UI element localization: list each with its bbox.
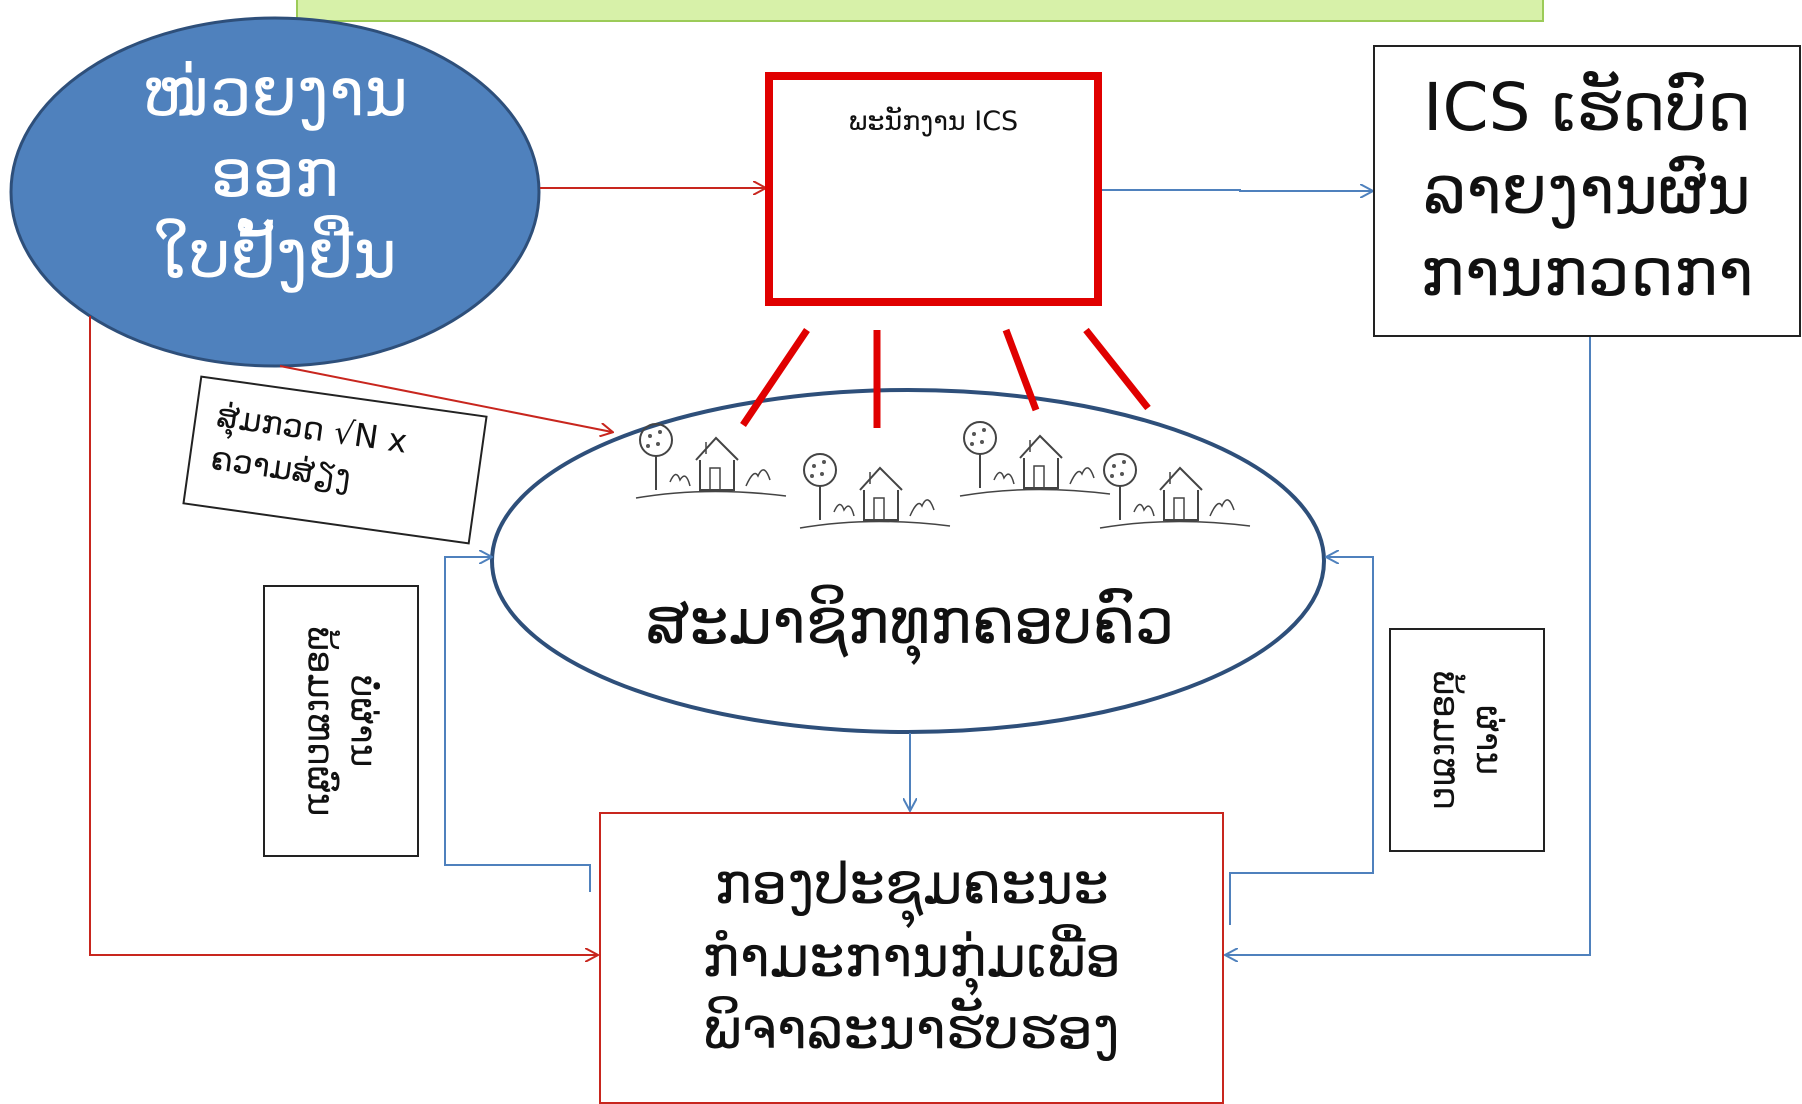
arrow-report-to-committee <box>1226 337 1591 955</box>
all-households-label: ສະມາຊິກທຸກຄອບຄົວ <box>645 585 1175 658</box>
agency-line-2: ອອກ <box>211 135 339 213</box>
agency-line-3: ໃບຢັ້ງຢືນ <box>153 216 397 294</box>
arrow-ics-staff-to-report <box>1102 190 1372 191</box>
fail-line-2: ພ້ອມເຫດຜົນ <box>299 625 340 817</box>
fail-label-box: ບໍ່ຜ່ານ ພ້ອມເຫດຜົນ <box>263 585 419 857</box>
fail-line-1: ບໍ່ຜ່ານ <box>342 674 384 768</box>
committee-line-1: ກອງປະຊຸມຄະນະ <box>714 851 1109 917</box>
pass-label: ຜ່ານ ພ້ອມເຫດ <box>1424 670 1510 810</box>
top-banner <box>296 0 1544 22</box>
inspection-line <box>740 328 810 427</box>
issuing-agency-ellipse <box>9 16 541 368</box>
pass-line-1: ຜ່ານ <box>1468 705 1510 775</box>
committee-line-2: ກຳມະການກຸ່ມເພື່ອ <box>702 924 1121 990</box>
issuing-agency-label: ໜ່ວຍງານ ອອກ ໃບຢັ້ງຢືນ <box>60 52 490 296</box>
arrow-committee-pass-to-households <box>1229 557 1374 925</box>
committee-line-3: ພິຈາລະນາຮັບຮອງ <box>703 997 1120 1063</box>
households-ellipse <box>490 388 1326 734</box>
arrow-agency-to-households <box>279 365 612 432</box>
ics-report-box: ICS ເຮັດບົດ ລາຍງານຜົນ ການກວດກາ <box>1373 45 1801 337</box>
arrow-committee-fail-to-households <box>444 557 591 892</box>
inspection-line <box>1002 328 1040 412</box>
ics-report-line-3: ການກວດກາ <box>1420 234 1754 312</box>
ics-staff-box: ພະນັກງານ ICS <box>765 72 1102 306</box>
fail-label: ບໍ່ຜ່ານ ພ້ອມເຫດຜົນ <box>298 626 384 816</box>
agency-line-1: ໜ່ວຍງານ <box>142 54 408 131</box>
ics-report-line-2: ລາຍງານຜົນ <box>1423 151 1751 229</box>
arrow-agency-to-committee <box>89 316 597 955</box>
ics-staff-label: ພະນັກງານ ICS <box>848 106 1019 137</box>
pass-label-box: ຜ່ານ ພ້ອມເຫດ <box>1389 628 1545 852</box>
pass-line-2: ພ້ອມເຫດ <box>1425 670 1466 810</box>
ics-report-line-1: ICS ເຮັດບົດ <box>1423 69 1751 147</box>
inspection-line <box>1083 327 1151 411</box>
committee-box: ກອງປະຊຸມຄະນະ ກຳມະການກຸ່ມເພື່ອ ພິຈາລະນາຮັ… <box>599 812 1224 1104</box>
